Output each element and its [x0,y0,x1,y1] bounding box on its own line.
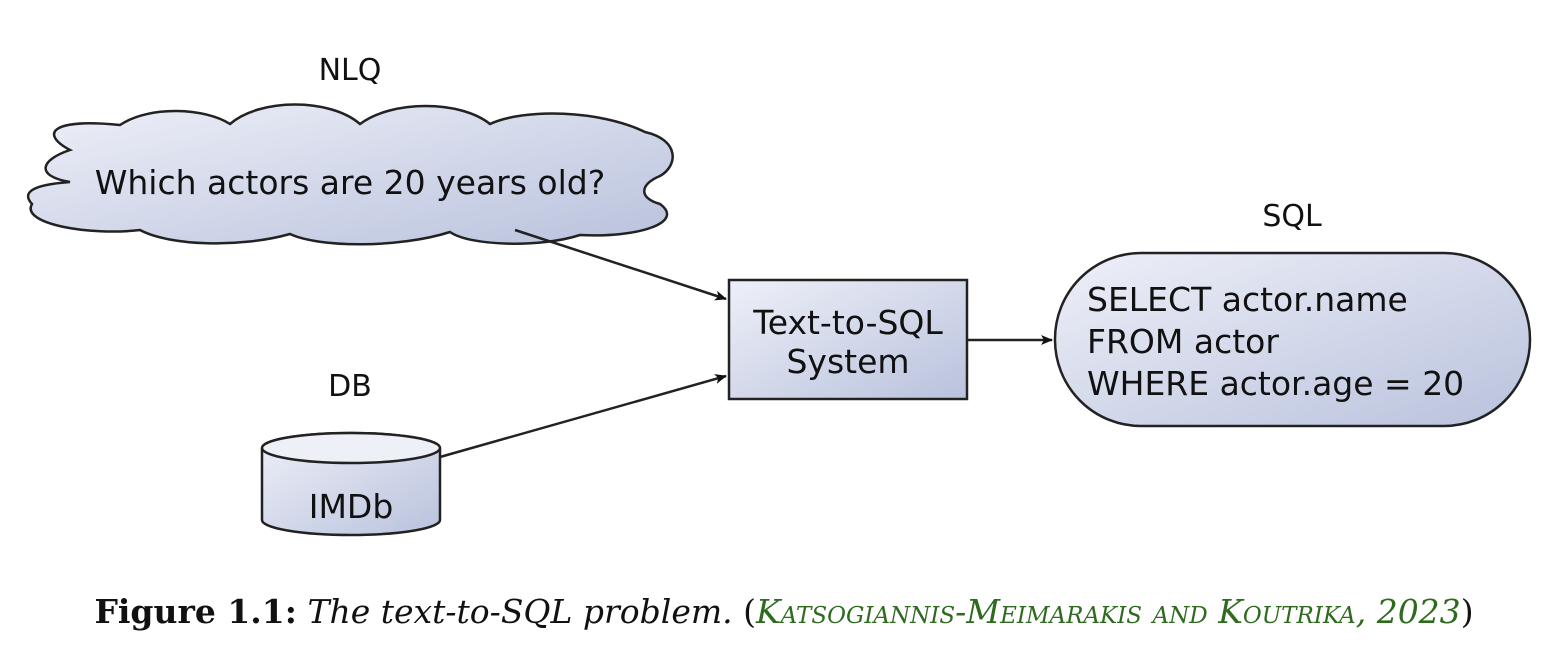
nlq-label: NLQ [319,53,382,88]
sql-output-shape [1053,251,1532,428]
sql-label: SQL [1262,199,1322,234]
sql-query-line: SELECT actor.name [1087,280,1408,319]
figure-number: Figure 1.1: [94,592,297,631]
nlq-cloud-shape [26,103,674,246]
citation-link[interactable]: Katsogiannis-Meimarakis and Koutrika, 20… [756,592,1461,631]
db-label: DB [328,369,372,404]
db-cylinder-top [260,431,442,465]
figure-caption: Figure 1.1: The text-to-SQL problem. (Ka… [0,592,1568,631]
citation-close-paren: ) [1460,592,1474,631]
system-label-line2: System [786,342,909,381]
arrow-nlq-to-system [514,228,727,301]
figure-title: The text-to-SQL problem. [307,592,733,631]
nlq-question-text: Which actors are 20 years old? [95,163,605,202]
sql-query-line: WHERE actor.age = 20 [1087,364,1464,403]
db-name-text: IMDb [309,487,394,526]
citation-open-paren: ( [732,592,757,631]
arrow-db-to-system [439,374,727,459]
system-box [727,278,969,401]
system-label-line1: Text-to-SQL [752,303,943,342]
sql-query-line: FROM actor [1087,322,1279,361]
